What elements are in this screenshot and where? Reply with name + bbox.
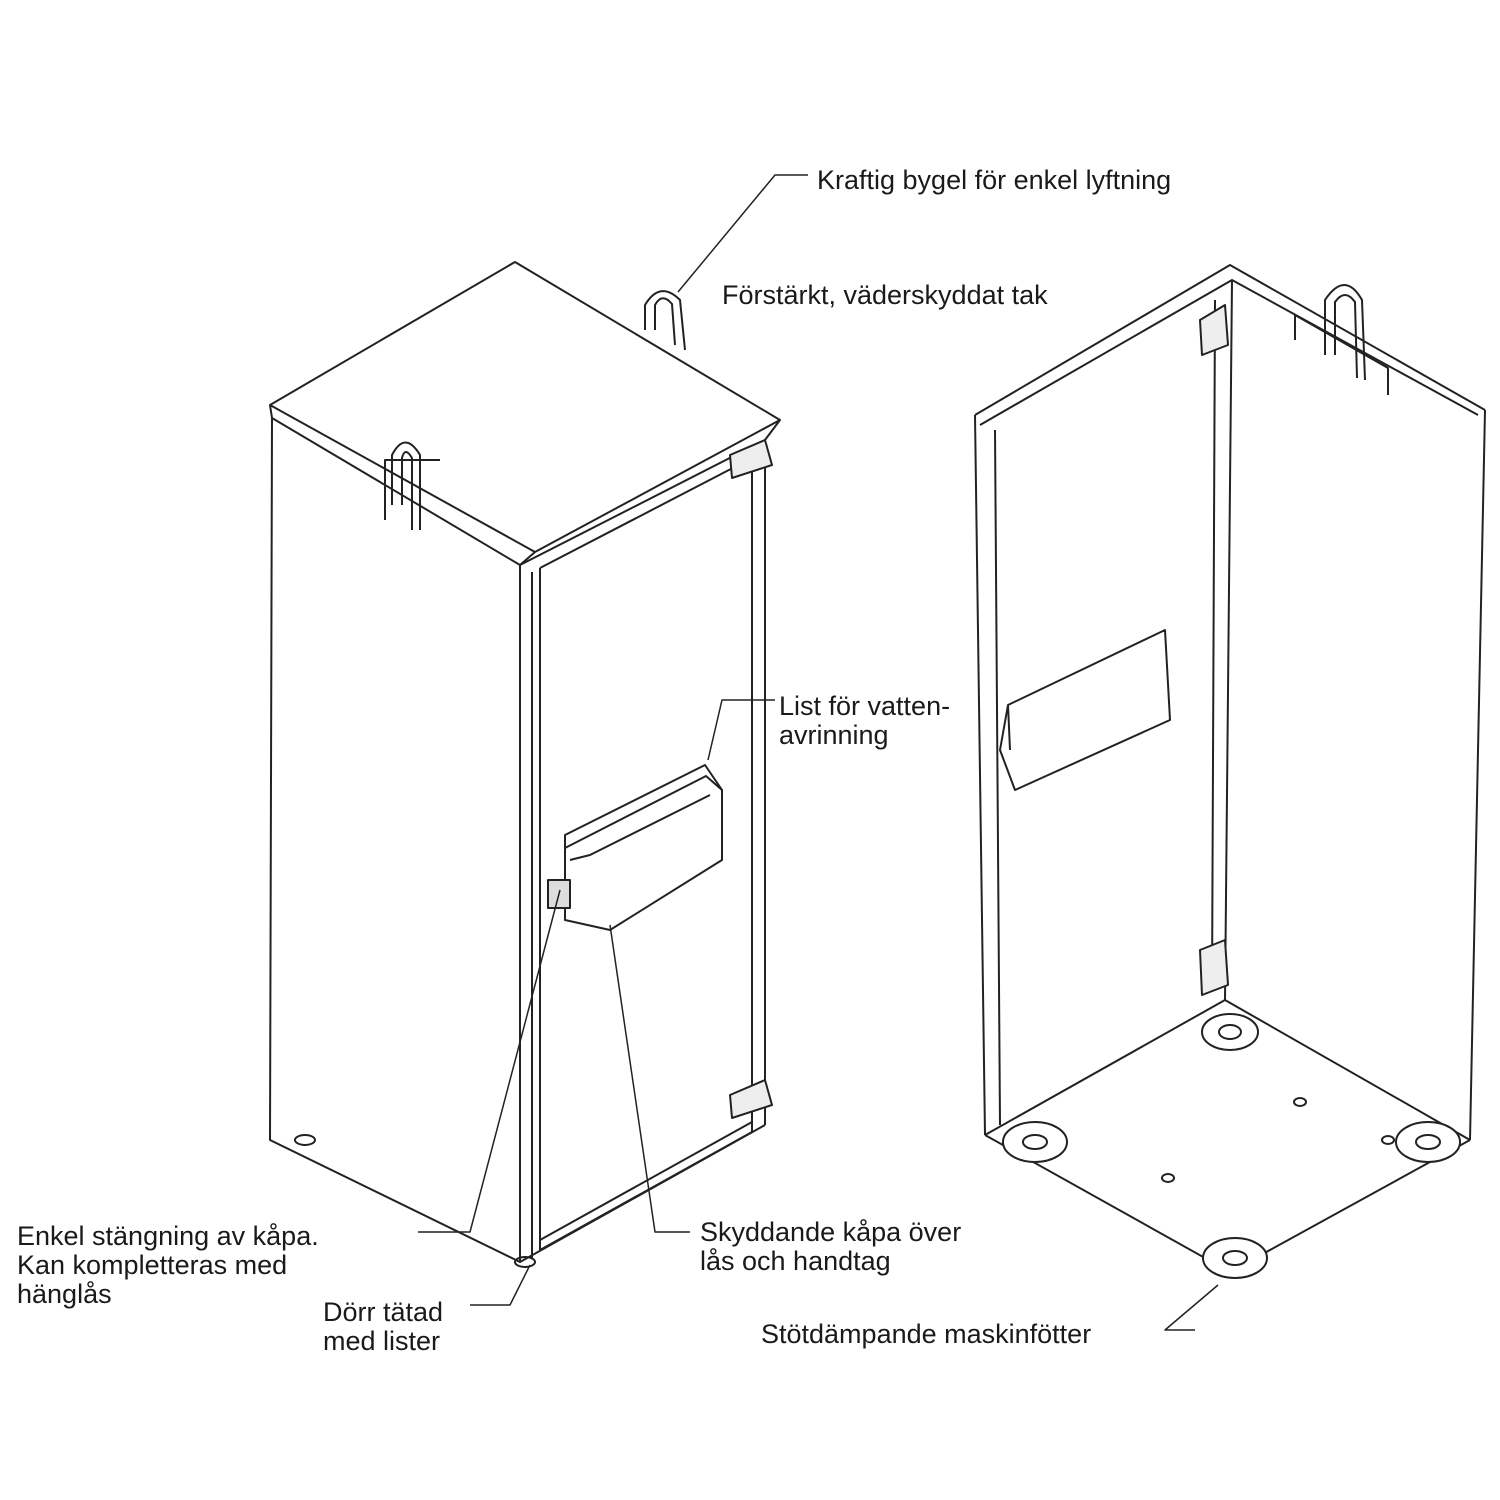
label-door-seal: Dörr tätad med lister: [323, 1298, 443, 1356]
label-lifting-handle: Kraftig bygel för enkel lyftning: [817, 165, 1172, 195]
label-line: hänglås: [17, 1279, 112, 1309]
label-drip-strip: List för vatten- avrinning: [779, 692, 950, 750]
label-closure: Enkel stängning av kåpa. Kan komplettera…: [17, 1222, 319, 1309]
hinge-right-bottom: [1199, 939, 1229, 996]
lifting-handle-back: [644, 290, 686, 351]
hinge-bottom: [729, 1079, 773, 1119]
label-line: Kan kompletteras med: [17, 1250, 288, 1280]
label-line: Skyddande kåpa över: [700, 1217, 962, 1247]
label-line: List för vatten-: [779, 691, 951, 721]
label-line: Enkel stängning av kåpa.: [17, 1221, 319, 1251]
label-feet: Stötdämpande maskinfötter: [761, 1319, 1092, 1349]
hinge-right-top: [1199, 304, 1229, 356]
hinge-top: [729, 439, 773, 479]
lifting-handle-right: [1324, 284, 1366, 381]
lifting-handle: [391, 441, 421, 530]
machine-feet: [1002, 1013, 1461, 1279]
leader-lines: [418, 174, 1219, 1331]
lock-cover: [564, 764, 723, 931]
left-cabinet-side: [269, 417, 521, 1263]
label-line: Dörr tätad: [323, 1297, 444, 1327]
label-line: avrinning: [779, 720, 889, 750]
label-roof: Förstärkt, väderskyddat tak: [722, 280, 1048, 310]
label-line: med lister: [323, 1326, 441, 1356]
label-line: lås och handtag: [700, 1246, 891, 1276]
right-cabinet: [974, 264, 1486, 1279]
left-cabinet: [269, 261, 781, 1268]
drip-strip-right: [999, 629, 1171, 791]
label-cover: Skyddande kåpa över lås och handtag: [700, 1218, 961, 1276]
left-cabinet-roof: [269, 261, 781, 553]
